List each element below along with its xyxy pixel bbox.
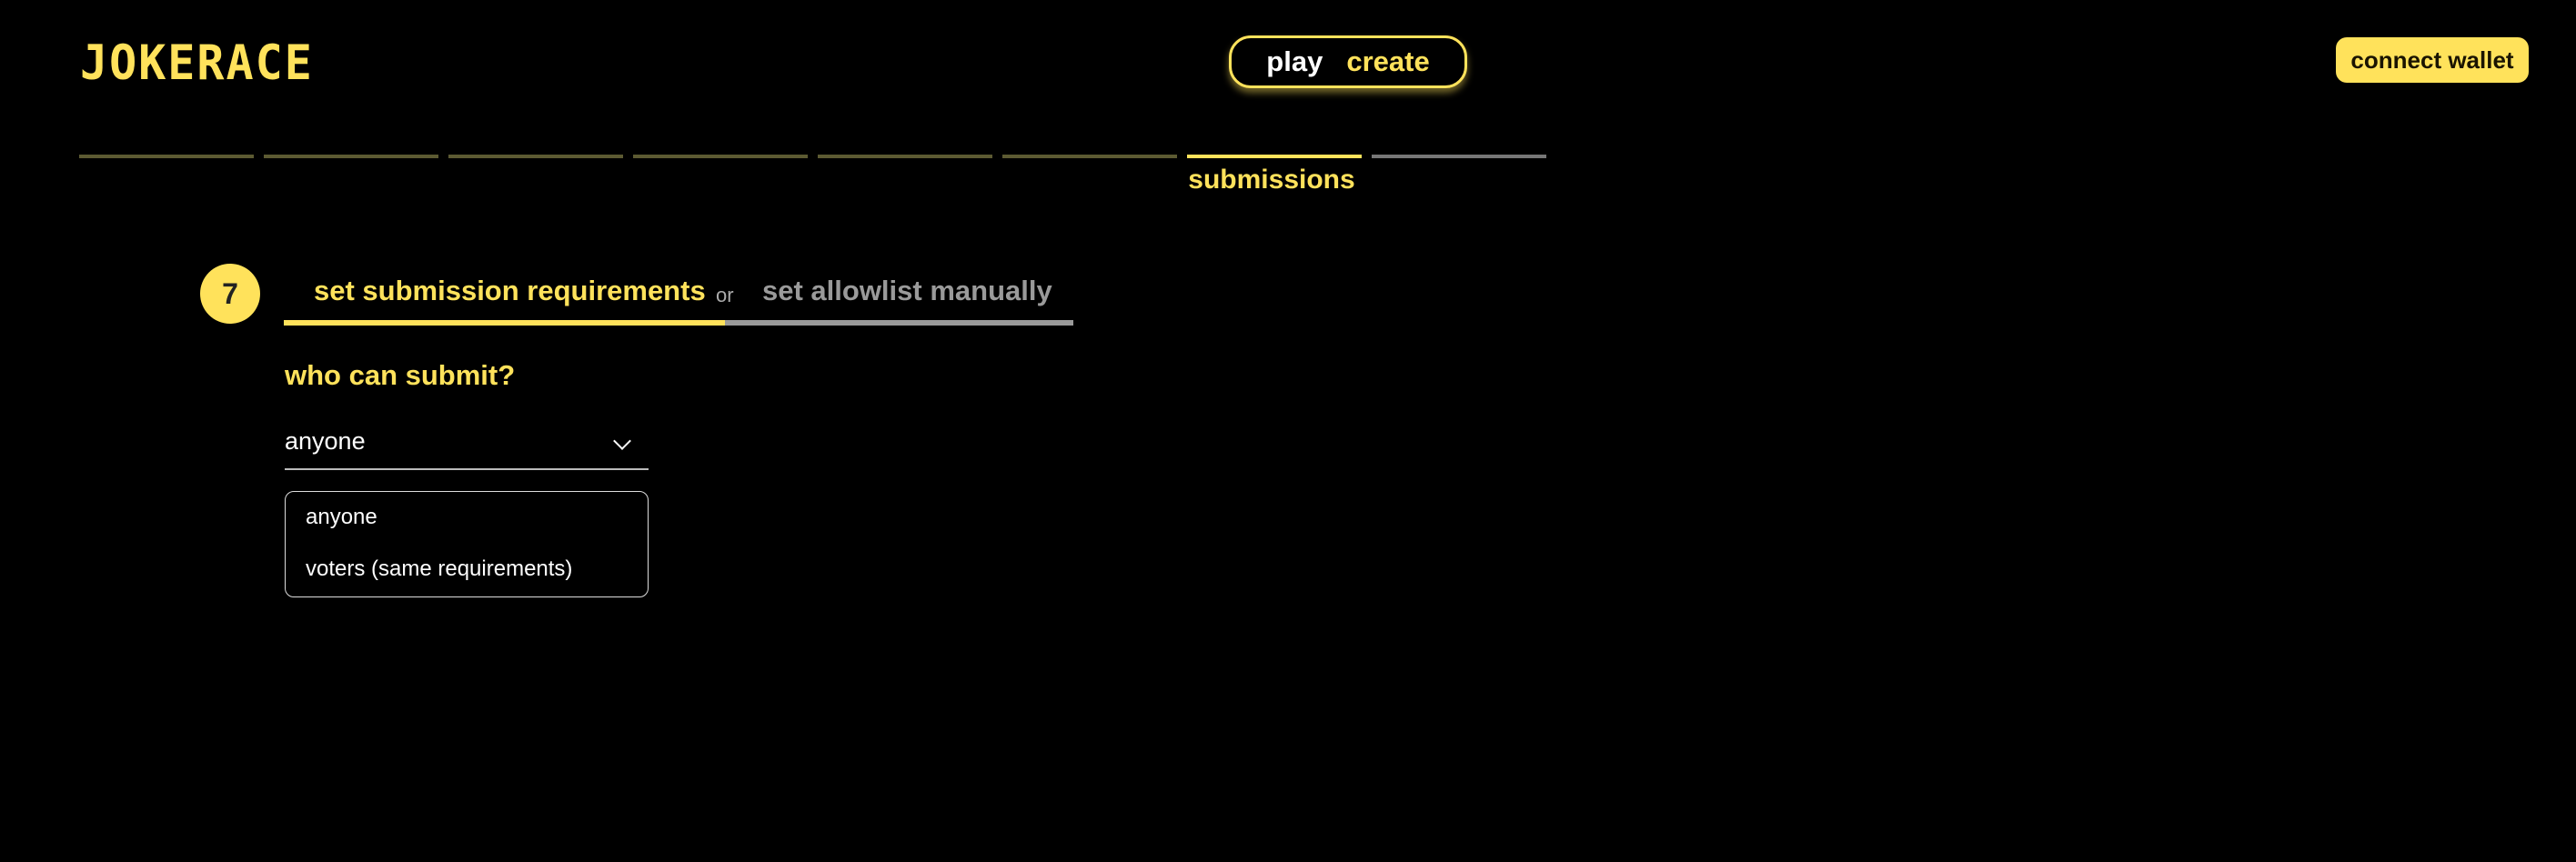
tab-set-allowlist-manually[interactable]: set allowlist manually — [762, 275, 1052, 306]
connect-wallet-button[interactable]: connect wallet — [2336, 37, 2529, 83]
step-segment-4[interactable] — [633, 155, 808, 158]
step-segment-2[interactable] — [264, 155, 438, 158]
jokerace-logo[interactable]: JOKERACE — [80, 35, 314, 91]
mode-switch: play create — [1229, 35, 1467, 88]
selected-value: anyone — [285, 427, 366, 455]
who-can-submit-options: anyone voters (same requirements) — [285, 491, 649, 597]
step-segment-5[interactable] — [818, 155, 992, 158]
who-can-submit-label: who can submit? — [285, 359, 516, 391]
step-segment-6[interactable] — [1002, 155, 1177, 158]
option-voters[interactable]: voters (same requirements) — [306, 556, 573, 581]
step-number-badge: 7 — [200, 264, 260, 324]
nav-play[interactable]: play — [1266, 45, 1323, 77]
tab-set-submission-requirements[interactable]: set submission requirements — [314, 275, 706, 306]
step-segment-8[interactable] — [1372, 155, 1546, 158]
step-segment-3[interactable] — [448, 155, 623, 158]
step-segment-1[interactable] — [79, 155, 254, 158]
who-can-submit-select[interactable]: anyone — [285, 424, 649, 470]
nav-create[interactable]: create — [1346, 45, 1430, 77]
current-step-label: submissions — [1188, 165, 1355, 195]
step-segment-7[interactable] — [1187, 155, 1362, 158]
requirements-tabs: set submission requirements or set allow… — [284, 275, 1073, 326]
tab-separator: or — [716, 284, 734, 306]
inactive-tab-underline — [725, 320, 1073, 326]
chevron-down-icon[interactable] — [613, 432, 631, 450]
step-progress — [79, 155, 1546, 158]
option-anyone[interactable]: anyone — [306, 505, 377, 529]
active-tab-underline — [284, 320, 725, 326]
